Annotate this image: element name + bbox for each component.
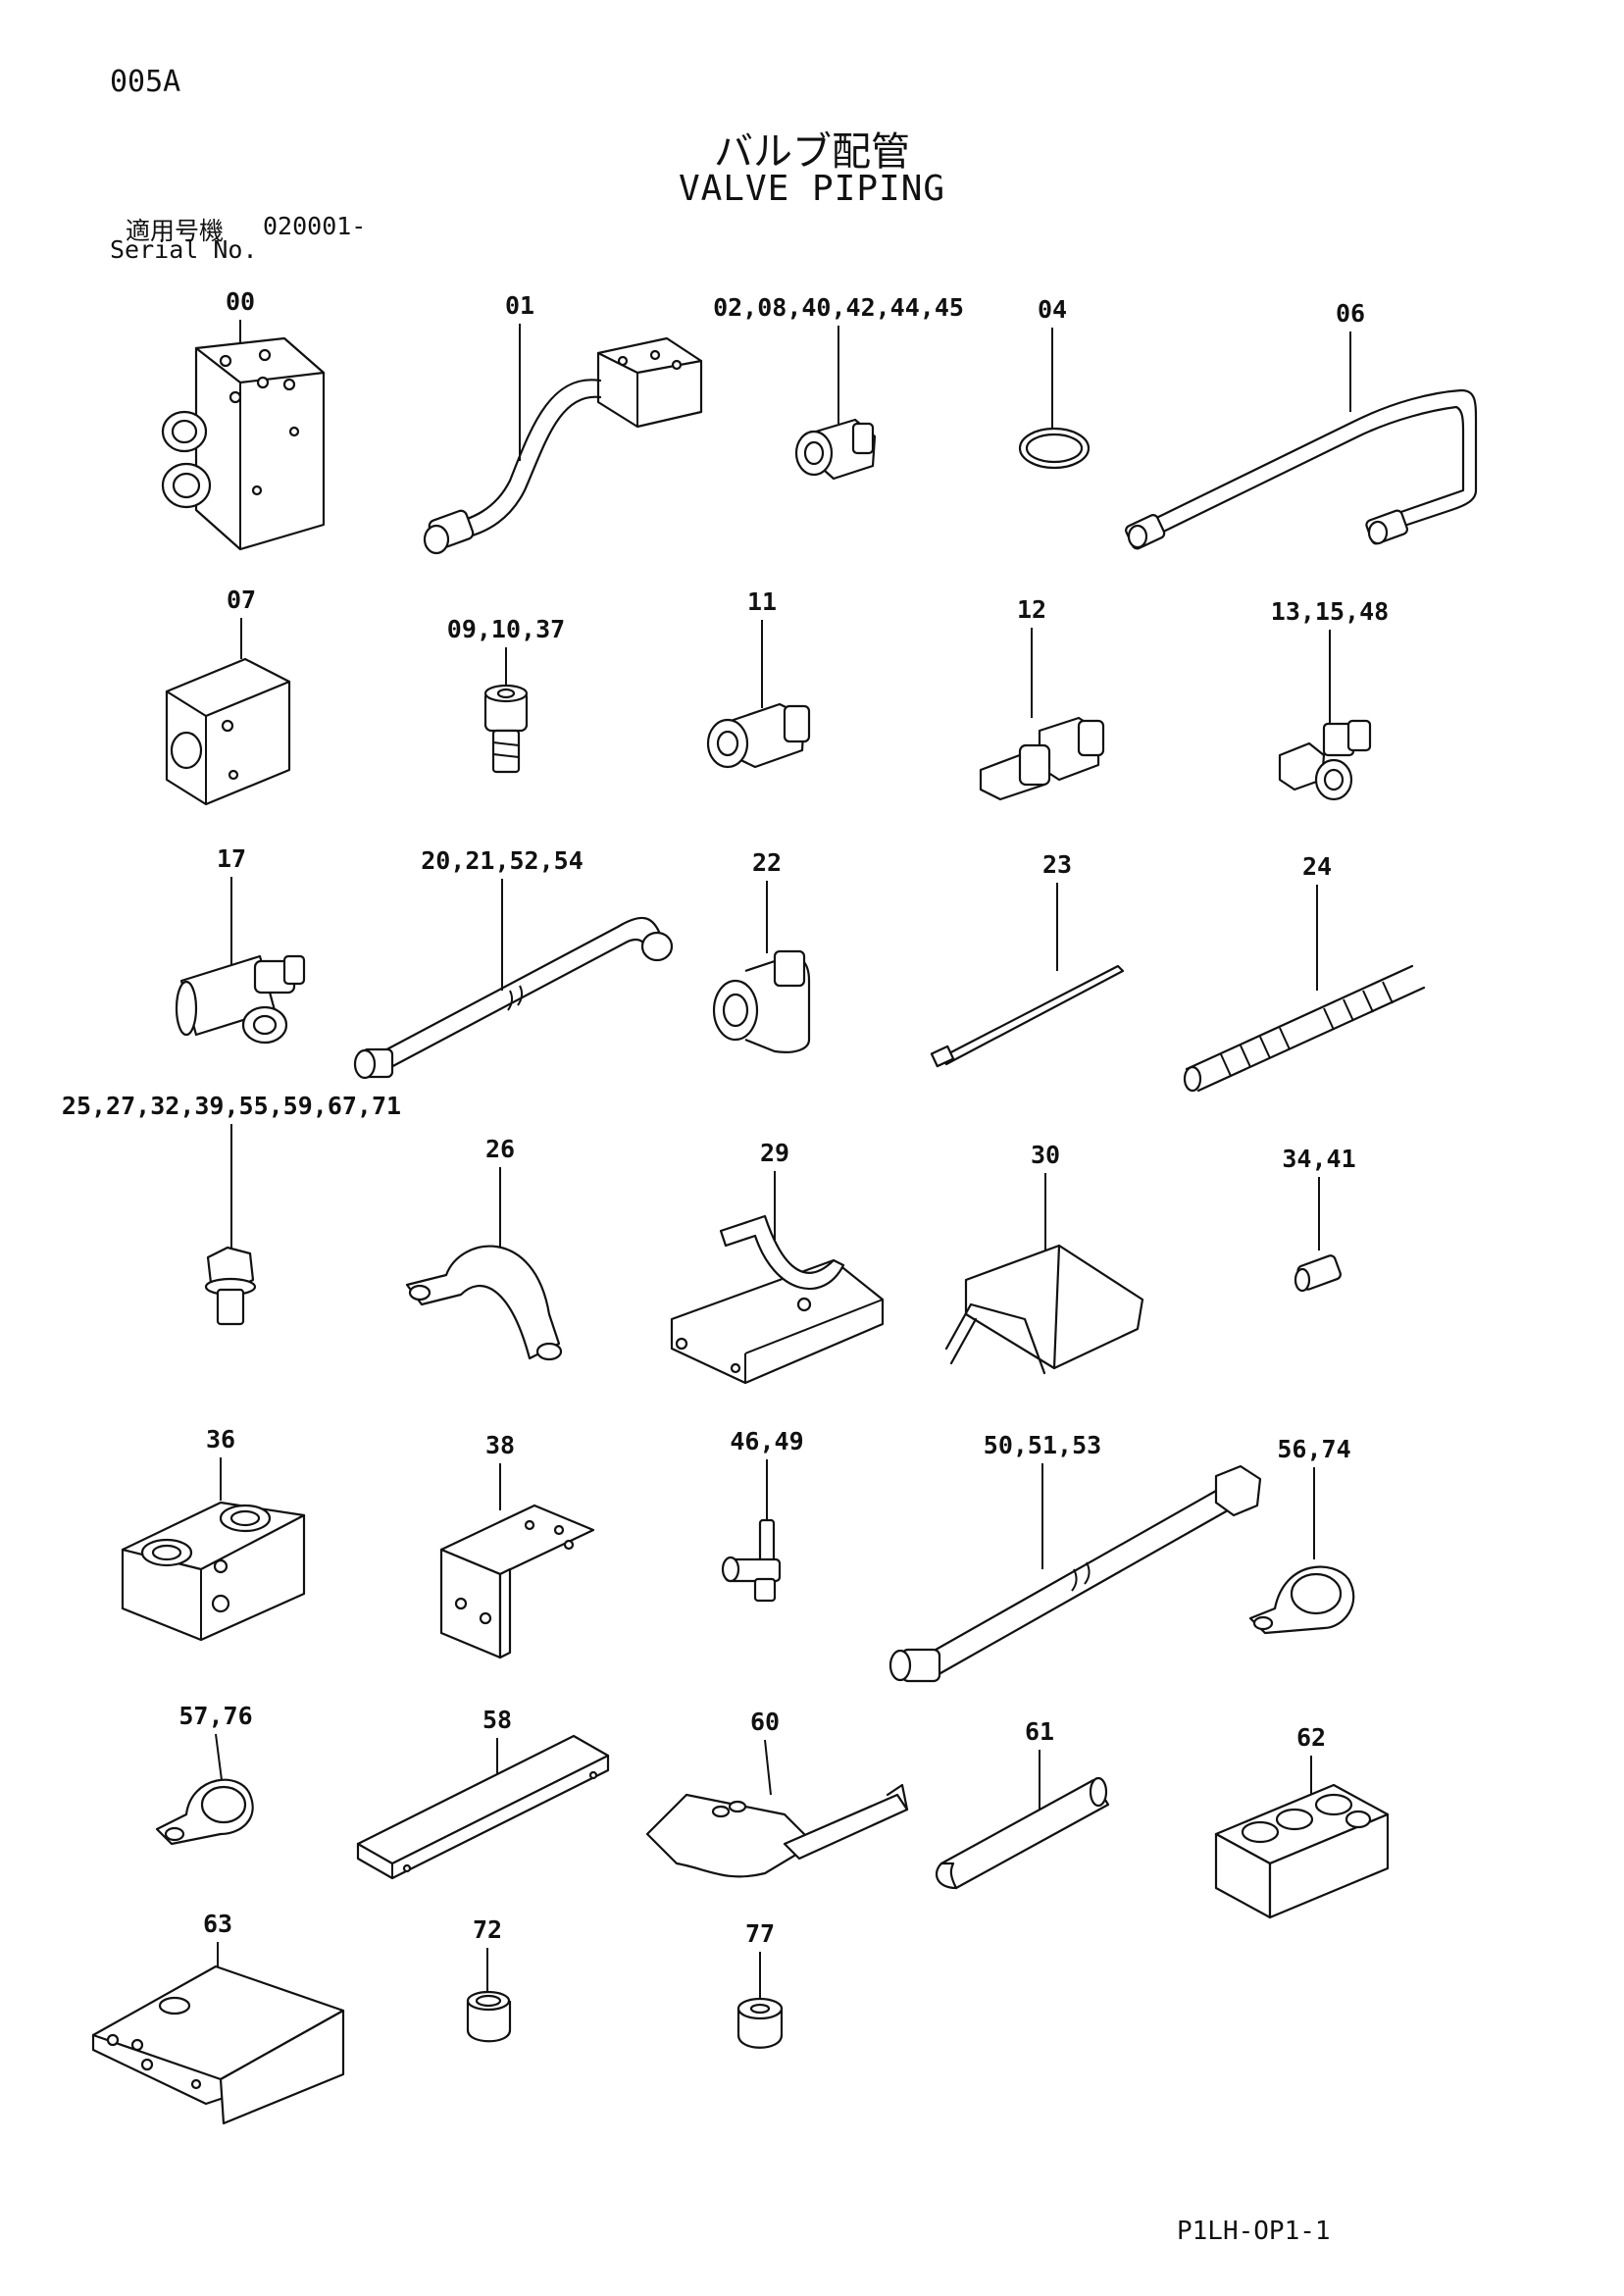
part-label-77: 77 (745, 1919, 775, 1948)
part-label-29: 29 (760, 1139, 789, 1167)
part-label-38: 38 (485, 1431, 515, 1459)
footer-code: P1LH-OP1-1 (1177, 2217, 1331, 2246)
part-label-63: 63 (203, 1910, 232, 1938)
part-label-25: 25,27,32,39,55,59,67,71 (62, 1092, 401, 1120)
cover-bracket-icon (944, 1244, 1144, 1375)
nipple-icon (1294, 1254, 1342, 1293)
part-label-07: 07 (227, 586, 256, 614)
tee-fitting-icon (175, 954, 306, 1045)
serial-label-japanese: 適用号機 (126, 217, 225, 245)
collar-icon (466, 1990, 512, 2043)
angle-bracket-icon (439, 1504, 595, 1659)
union-fitting-icon (706, 702, 811, 769)
elbow-fitting-icon (1278, 719, 1372, 801)
title-english: VALVE PIPING (678, 169, 946, 209)
part-label-01: 01 (505, 291, 534, 320)
part-label-60: 60 (750, 1708, 780, 1736)
bent-pipe-icon (1125, 388, 1478, 550)
title-japanese: バルブ配管 (714, 129, 910, 175)
part-label-56: 56,74 (1277, 1435, 1350, 1463)
p-clip-icon (1248, 1565, 1355, 1635)
part-label-58: 58 (482, 1706, 512, 1734)
part-label-57: 57,76 (178, 1702, 252, 1730)
part-label-72: 72 (473, 1915, 502, 1944)
part-label-61: 61 (1025, 1717, 1054, 1746)
connector-icon (979, 716, 1105, 801)
long-hose-icon (888, 1464, 1262, 1683)
part-label-24: 24 (1302, 852, 1332, 881)
serial-label-english: Serial No. (110, 235, 258, 264)
clip-icon (155, 1778, 254, 1846)
part-label-12: 12 (1017, 595, 1046, 624)
clamp-bracket-icon (670, 1214, 885, 1385)
manifold-block-icon (121, 1501, 306, 1642)
spiral-guard-icon (1183, 964, 1426, 1093)
grommet-block-icon (1214, 1783, 1390, 1919)
part-label-36: 36 (206, 1425, 235, 1454)
part-label-30: 30 (1031, 1141, 1060, 1169)
cable-tie-icon (930, 964, 1125, 1068)
part-label-23: 23 (1042, 850, 1072, 879)
hose-icon (353, 916, 674, 1080)
part-label-62: 62 (1296, 1723, 1326, 1752)
part-label-50: 50,51,53 (984, 1431, 1101, 1459)
part-label-17: 17 (217, 844, 246, 873)
part-label-26: 26 (485, 1135, 515, 1163)
part-label-02: 02,08,40,42,44,45 (713, 293, 964, 322)
o-ring-icon (1018, 427, 1091, 470)
block-icon (165, 657, 291, 806)
plate-icon (91, 1964, 345, 2125)
part-label-09: 09,10,37 (447, 615, 565, 643)
page-code: 005A (110, 65, 181, 99)
elbow-icon (712, 949, 811, 1053)
part-label-22: 22 (752, 848, 782, 877)
edge-trim-icon (935, 1776, 1110, 1890)
saddle-clamp-icon (405, 1245, 563, 1361)
part-label-06: 06 (1336, 299, 1365, 328)
part-label-00: 00 (226, 287, 255, 316)
part-label-20: 20,21,52,54 (421, 846, 584, 875)
plate-bracket-icon (645, 1783, 909, 1878)
part-label-04: 04 (1038, 295, 1067, 324)
small-tee-icon (721, 1518, 782, 1603)
channel-icon (356, 1734, 610, 1880)
valve-block-icon (161, 336, 326, 551)
adapter-fitting-icon (794, 418, 877, 481)
serial-value: 020001- (263, 212, 367, 240)
part-label-13: 13,15,48 (1271, 597, 1389, 626)
plug-bolt-icon (204, 1246, 257, 1326)
socket-bolt-icon (483, 684, 529, 774)
part-label-46: 46,49 (730, 1427, 803, 1455)
part-label-34: 34,41 (1282, 1145, 1355, 1173)
part-labels: 00 01 02,08,40,42,44,45 04 06 07 09,10,3… (62, 287, 1389, 1948)
part-label-11: 11 (747, 587, 777, 616)
spacer-icon (736, 1997, 784, 2049)
pipe-with-flange-icon (423, 336, 703, 555)
